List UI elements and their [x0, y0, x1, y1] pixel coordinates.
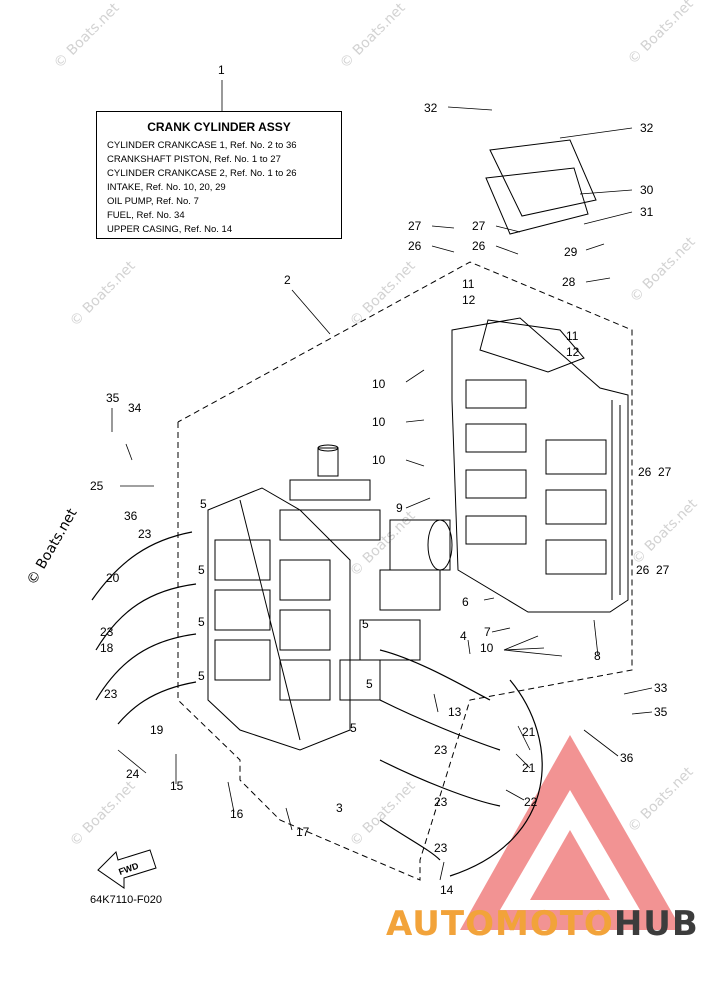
callout-18: 18 [100, 641, 114, 655]
brand-part-3: HUB [613, 904, 699, 944]
callout-28: 28 [562, 275, 576, 289]
callout-24: 24 [126, 767, 140, 781]
callout-8: 8 [594, 649, 601, 663]
leader-lines [111, 80, 653, 881]
legend-line: CYLINDER CRANKCASE 1, Ref. No. 2 to 36 [107, 140, 297, 151]
callout-27: 27 [408, 219, 422, 233]
callout-19: 19 [150, 723, 164, 737]
assembly-outline-dashed [177, 261, 633, 881]
callout-31: 31 [640, 205, 654, 219]
fwd-arrow [97, 849, 157, 889]
callout-26: 26 [408, 239, 422, 253]
callout-32: 32 [424, 101, 438, 115]
callout-5: 5 [198, 669, 205, 683]
callout-23: 23 [434, 841, 448, 855]
callout-22: 22 [524, 795, 538, 809]
callout-11: 11 [462, 277, 475, 291]
fwd-label: FWD [117, 860, 140, 877]
callout-5: 5 [200, 497, 207, 511]
part-code: 64K7110-F020 [90, 894, 162, 906]
callout-34: 34 [128, 401, 142, 415]
callout-29: 29 [564, 245, 578, 259]
callout-11: 11 [566, 329, 579, 343]
callout-23: 23 [434, 743, 448, 757]
callout-26: 26 [472, 239, 486, 253]
cylinder-block [207, 487, 351, 751]
callout-20: 20 [106, 571, 120, 585]
callout-16: 16 [230, 807, 244, 821]
callout-23: 23 [104, 687, 118, 701]
crankshaft [279, 444, 453, 701]
callout-21: 21 [522, 761, 536, 775]
callout-27: 27 [658, 465, 672, 479]
callout-35: 35 [106, 391, 120, 405]
legend-line: OIL PUMP, Ref. No. 7 [107, 196, 199, 207]
brand-part-2: MOTO [494, 904, 614, 944]
callout-27: 27 [656, 563, 670, 577]
callout-36: 36 [620, 751, 634, 765]
callout-13: 13 [448, 705, 462, 719]
callout-25: 25 [90, 479, 104, 493]
callout-27: 27 [472, 219, 486, 233]
legend-line: INTAKE, Ref. No. 10, 20, 29 [107, 182, 226, 193]
callout-5: 5 [362, 617, 369, 631]
callout-10: 10 [372, 415, 386, 429]
callout-10: 10 [372, 377, 386, 391]
callout-32: 32 [640, 121, 654, 135]
callout-14: 14 [440, 883, 454, 897]
callout-23: 23 [138, 527, 152, 541]
callout-5: 5 [350, 721, 357, 735]
callout-35: 35 [654, 705, 668, 719]
callout-23: 23 [434, 795, 448, 809]
legend-line: CRANKSHAFT PISTON, Ref. No. 1 to 27 [107, 154, 281, 165]
legend-title: CRANK CYLINDER ASSY [147, 120, 291, 134]
legend-box: CRANK CYLINDER ASSY CYLINDER CRANKCASE 1… [96, 111, 342, 239]
callout-10: 10 [372, 453, 386, 467]
brand-logo: AUTOMOTOHUB [386, 904, 699, 944]
brand-triangle-logo [460, 735, 682, 930]
callout-26: 26 [638, 465, 652, 479]
callout-30: 30 [640, 183, 654, 197]
callout-5: 5 [198, 563, 205, 577]
callout-10: 10 [480, 641, 494, 655]
callout-15: 15 [170, 779, 184, 793]
legend-line: UPPER CASING, Ref. No. 14 [107, 224, 233, 235]
legend-line: FUEL, Ref. No. 34 [107, 210, 185, 221]
head-cover [485, 139, 597, 235]
callout-12: 12 [462, 293, 476, 307]
callout-5: 5 [198, 615, 205, 629]
callout-5: 5 [366, 677, 373, 691]
callout-4: 4 [460, 629, 467, 643]
callout-6: 6 [462, 595, 469, 609]
callout-36: 36 [124, 509, 138, 523]
callout-3: 3 [336, 801, 343, 815]
callout-7: 7 [484, 625, 491, 639]
callout-9: 9 [396, 501, 403, 515]
legend-line: CYLINDER CRANKCASE 2, Ref. No. 1 to 26 [107, 168, 297, 179]
callout-12: 12 [566, 345, 580, 359]
callout-1: 1 [218, 63, 225, 77]
callout-21: 21 [522, 725, 536, 739]
crankcase-block [451, 317, 629, 613]
callout-17: 17 [296, 825, 310, 839]
hoses [91, 531, 543, 877]
callout-26: 26 [636, 563, 650, 577]
callout-23: 23 [100, 625, 114, 639]
brand-part-1: AUTO [386, 904, 495, 944]
callout-33: 33 [654, 681, 668, 695]
callout-2: 2 [284, 273, 291, 287]
